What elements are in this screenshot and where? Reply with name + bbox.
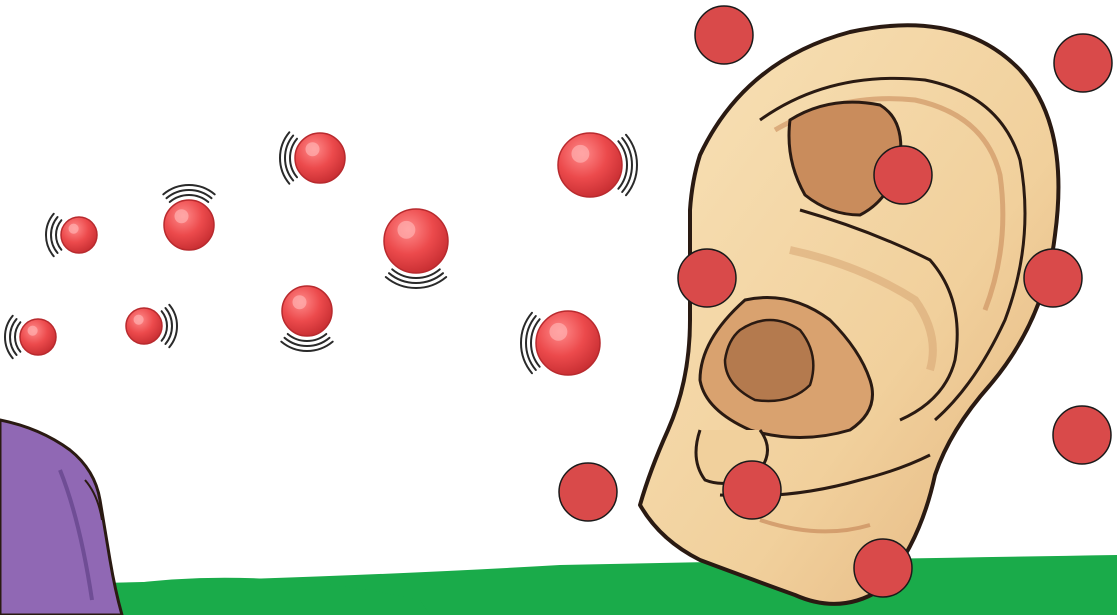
sound-particle bbox=[384, 209, 448, 288]
sound-particle bbox=[126, 305, 177, 347]
particle-highlight bbox=[571, 145, 589, 163]
particle-highlight bbox=[134, 315, 144, 325]
particle-ball bbox=[126, 308, 162, 344]
red-dot-marker bbox=[1054, 34, 1112, 92]
sound-particle bbox=[558, 133, 637, 197]
sound-particle bbox=[5, 316, 56, 358]
particle-ball bbox=[164, 200, 214, 250]
particle-highlight bbox=[397, 221, 415, 239]
particle-ball bbox=[282, 286, 332, 336]
particle-highlight bbox=[69, 224, 79, 234]
vibration-lines-icon bbox=[46, 214, 61, 256]
sleeve bbox=[0, 420, 122, 615]
red-dot-marker bbox=[1024, 249, 1082, 307]
red-dot-marker bbox=[874, 146, 932, 204]
particle-ball bbox=[20, 319, 56, 355]
sound-particles-group bbox=[5, 132, 637, 375]
particle-highlight bbox=[28, 326, 38, 336]
red-dot-marker bbox=[854, 539, 912, 597]
red-dot-marker bbox=[1053, 406, 1111, 464]
red-dot-marker bbox=[559, 463, 617, 521]
sound-particle bbox=[280, 132, 345, 183]
sound-particle bbox=[521, 311, 600, 375]
vibration-lines-icon bbox=[162, 305, 177, 347]
sound-particle bbox=[281, 286, 332, 351]
ear-illustration bbox=[640, 25, 1058, 604]
particle-highlight bbox=[549, 323, 567, 341]
red-dot-marker bbox=[695, 6, 753, 64]
particle-highlight bbox=[306, 142, 320, 156]
particle-ball bbox=[536, 311, 600, 375]
particle-ball bbox=[295, 133, 345, 183]
particle-ball bbox=[61, 217, 97, 253]
particle-ball bbox=[558, 133, 622, 197]
sound-particle bbox=[163, 185, 214, 250]
particle-ball bbox=[384, 209, 448, 273]
red-dot-marker bbox=[723, 461, 781, 519]
red-dot-marker bbox=[678, 249, 736, 307]
sound-particle bbox=[46, 214, 97, 256]
particle-highlight bbox=[175, 209, 189, 223]
vibration-lines-icon bbox=[5, 316, 20, 358]
particle-highlight bbox=[293, 295, 307, 309]
